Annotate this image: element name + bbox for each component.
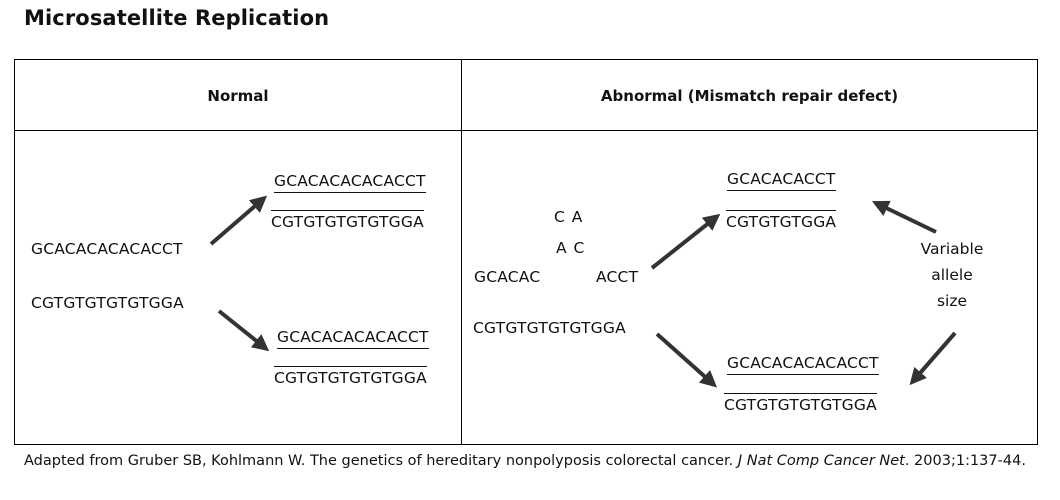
variable-allele-size-note: Variable allele size [907, 236, 997, 314]
normal-input-top-strand: GCACACACACACCT [31, 240, 183, 258]
header-abnormal: Abnormal (Mismatch repair defect) [600, 87, 899, 105]
normal-output1-top-strand: GCACACACACACCT [274, 172, 426, 193]
column-divider [461, 60, 462, 444]
abnormal-input-left-strand: GCACAC [474, 268, 541, 286]
caption-citation: . 2003;1:137-44. [904, 453, 1026, 469]
page-title: Microsatellite Replication [24, 6, 330, 30]
normal-input-bottom-strand: CGTGTGTGTGTGGA [31, 294, 184, 312]
abnormal-output2-bottom-strand: CGTGTGTGTGTGGA [724, 393, 877, 414]
normal-output1-bottom-strand: CGTGTGTGTGTGGA [271, 210, 424, 231]
note-line-1: Variable [920, 240, 984, 258]
note-line-3: size [936, 292, 968, 310]
caption-text: Adapted from Gruber SB, Kohlmann W. The … [24, 453, 738, 469]
source-caption: Adapted from Gruber SB, Kohlmann W. The … [24, 452, 1034, 470]
normal-output2-bottom-strand: CGTGTGTGTGTGGA [274, 366, 427, 387]
caption-journal: J Nat Comp Cancer Net [737, 453, 905, 469]
normal-output2-top-strand: GCACACACACACCT [277, 328, 429, 349]
abnormal-output1-bottom-strand: CGTGTGTGGA [726, 210, 837, 231]
header-normal: Normal [207, 87, 269, 105]
abnormal-input-bottom-strand: CGTGTGTGTGTGGA [473, 319, 626, 337]
abnormal-output2-top-strand: GCACACACACACCT [727, 354, 879, 375]
abnormal-loop-top: C A [554, 208, 584, 226]
abnormal-input-right-strand: ACCT [596, 268, 639, 286]
note-line-2: allele [931, 266, 973, 284]
abnormal-loop-middle: A C [556, 239, 586, 257]
abnormal-output1-top-strand: GCACACACCT [727, 170, 836, 191]
comparison-table: Normal Abnormal (Mismatch repair defect) [14, 59, 1038, 445]
header-divider [15, 130, 1037, 131]
